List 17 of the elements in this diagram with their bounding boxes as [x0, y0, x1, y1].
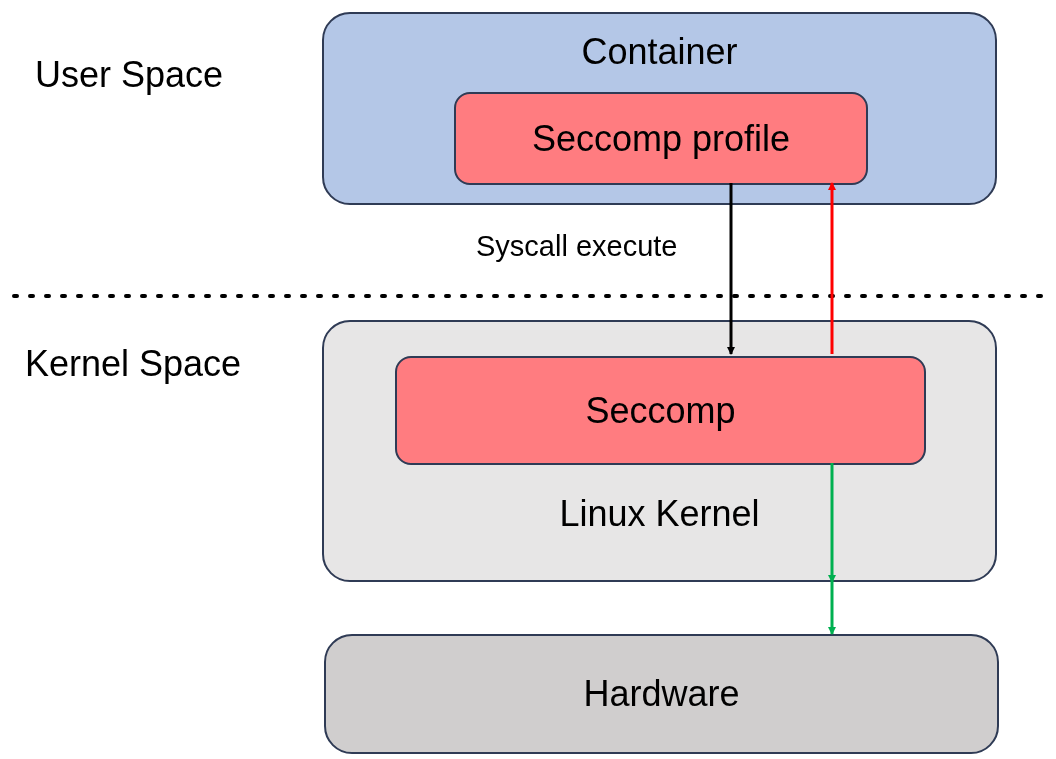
node-label: Linux Kernel [559, 496, 760, 532]
node-label: Hardware [583, 676, 740, 712]
node-label: Seccomp profile [531, 120, 791, 157]
region-label: User Space [35, 53, 224, 97]
arrow [727, 183, 735, 355]
region-label: Kernel Space [25, 342, 242, 386]
arrow [828, 182, 836, 354]
arrow [828, 582, 836, 635]
node-label: Seccomp [585, 392, 736, 429]
hardware-box [324, 634, 999, 754]
kernel-box [322, 320, 997, 582]
seccomp-box [395, 356, 926, 465]
edge-label: Syscall execute [474, 232, 680, 261]
profile-box [454, 92, 868, 185]
node-label: Container [581, 34, 738, 70]
arrow [828, 463, 836, 583]
container-box [322, 12, 997, 205]
